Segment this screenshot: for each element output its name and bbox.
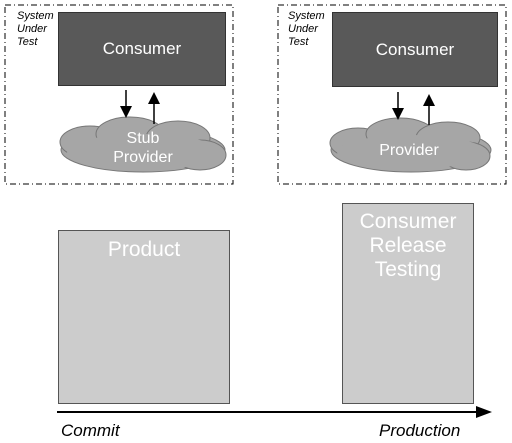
release-panel-title: Consumer Release Testing [359,210,457,281]
right-cloud-shape [329,117,492,173]
left-sut-frame [4,4,234,185]
timeline-arrow [57,406,492,418]
timeline-end-label: Production [379,421,461,440]
left-cloud-label: Stub Provider [113,130,173,166]
right-sut-label: System Under Test [288,10,325,48]
right-consumer-box: Consumer [332,12,498,87]
left-consumer-label: Consumer [102,39,182,58]
product-panel: Product [58,230,230,404]
right-consumer-label: Consumer [375,39,455,59]
right-cloud-label: Provider [379,142,439,159]
right-sut-frame [277,4,507,185]
timeline-start-label: Commit [61,421,120,440]
right-up-arrow [423,94,435,125]
left-cloud-shape [59,116,227,173]
left-sut-label: System Under Test [17,10,54,48]
left-up-arrow [148,92,160,124]
product-panel-title: Product [107,238,181,261]
left-consumer-box: Consumer [58,12,226,86]
release-panel: Consumer Release Testing [342,203,474,404]
left-down-arrow [120,90,132,118]
right-down-arrow [392,92,404,120]
